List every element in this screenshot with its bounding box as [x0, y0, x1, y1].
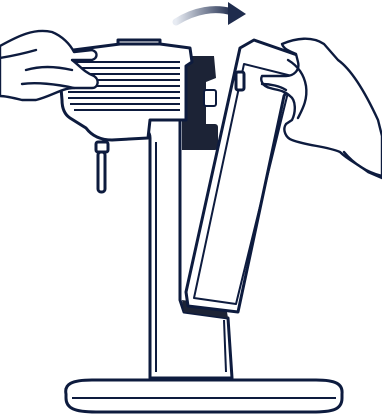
carbonation-nozzle	[96, 142, 108, 192]
machine-base	[66, 380, 342, 412]
curved-arrow-right-icon	[176, 2, 246, 25]
